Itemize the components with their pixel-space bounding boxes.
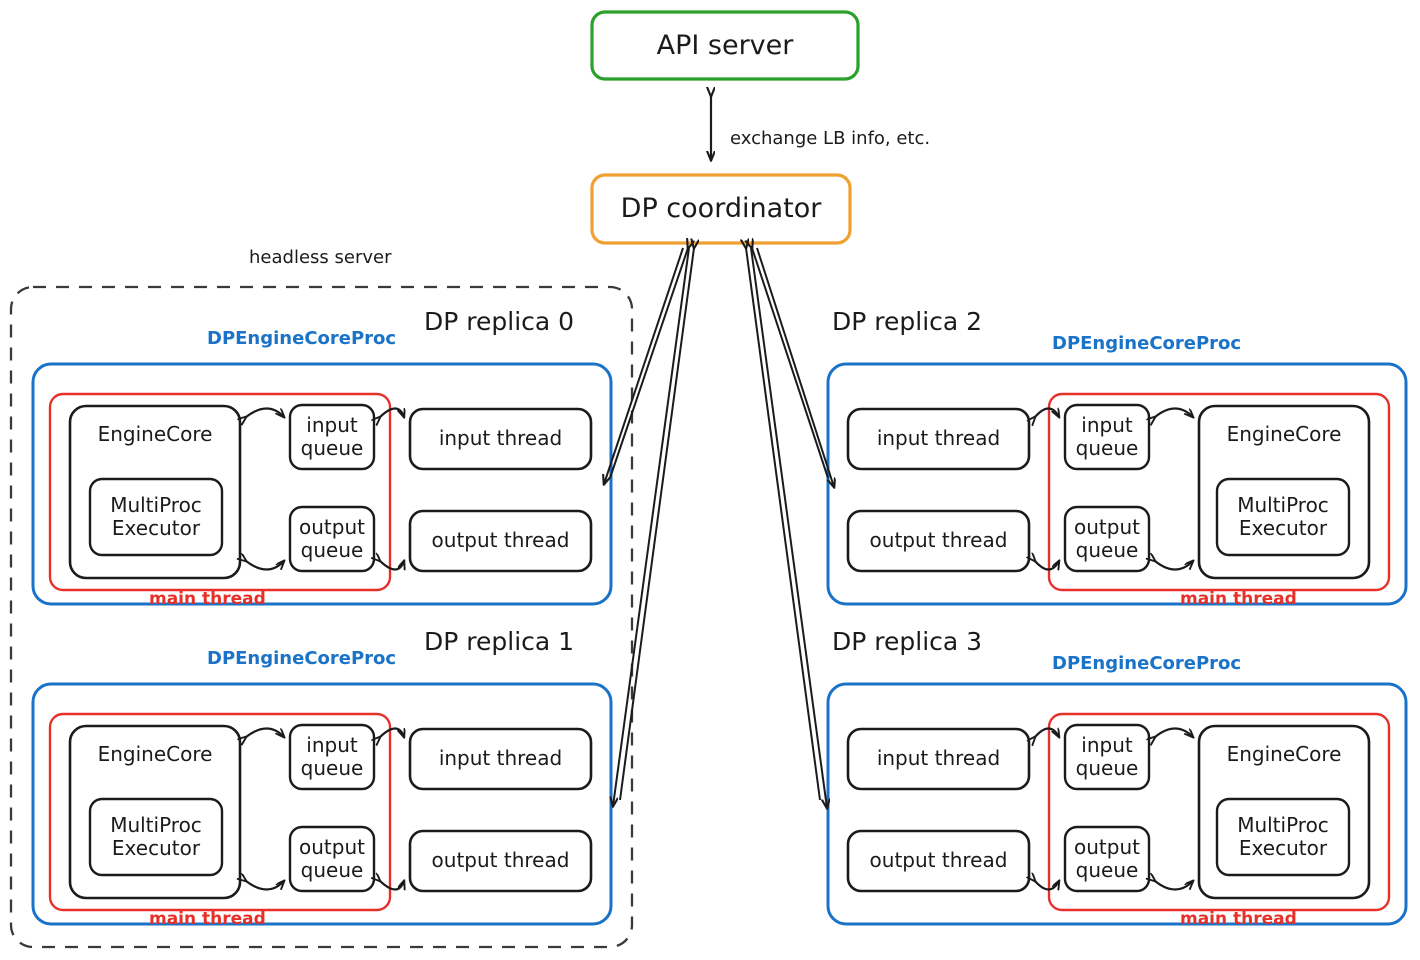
- replica-3-executor-box: [1215, 797, 1351, 877]
- replica-0-proc-label: DPEngineCoreProc: [207, 328, 397, 349]
- replica-1-input-queue-box: [288, 723, 376, 791]
- replica-3-input-queue-box: [1063, 723, 1151, 791]
- replica-3-proc-label: DPEngineCoreProc: [1052, 653, 1242, 674]
- coordinator-replica-3-edge: [746, 248, 827, 808]
- replica-3-input-thread-label: input thread: [876, 746, 1001, 771]
- replica-2-output-thread-label: output thread: [869, 528, 1008, 553]
- replica-0-arc-outq-outthread: [380, 561, 404, 570]
- api-server-label: API server: [656, 29, 794, 61]
- replica-1-main-thread-box: [48, 712, 392, 912]
- replica-3-engine-core-label: EngineCore: [1226, 742, 1342, 767]
- replica-2-arc-inthread-inq: [1035, 407, 1059, 418]
- replica-1-input-thread-box: [408, 727, 593, 791]
- replica-3-title: DP replica 3: [832, 627, 983, 656]
- replica-1-group: [31, 682, 613, 926]
- replica-3-arc-inq-core: [1155, 727, 1193, 738]
- replica-1-title: DP replica 1: [424, 627, 575, 656]
- replica-3-executor-label: MultiProc Executor: [1237, 812, 1329, 860]
- replica-0-input-thread-label: input thread: [438, 426, 563, 451]
- replica-3-input-thread-box: [846, 727, 1031, 791]
- replica-2-output-thread-box: [846, 509, 1031, 573]
- replica-3-input-queue-label: input queue: [1075, 732, 1139, 780]
- replica-3-arc-outq-core: [1155, 881, 1193, 891]
- replica-0-executor-label: MultiProc Executor: [110, 492, 202, 540]
- replica-0-main-thread-label: main thread: [149, 589, 266, 609]
- replica-1-output-thread-label: output thread: [431, 848, 570, 873]
- replica-3-output-queue-label: output queue: [1074, 834, 1140, 882]
- replica-1-output-queue-box: [288, 825, 376, 893]
- replica-2-executor-label: MultiProc Executor: [1237, 492, 1329, 540]
- coordinator-replica-1-edge: [613, 248, 694, 806]
- replica-3-group: [826, 682, 1408, 926]
- dp-coordinator-box: [590, 173, 852, 245]
- replica-0-input-thread-box: [408, 407, 593, 471]
- headless-server-label: headless server: [249, 247, 392, 268]
- replica-0-output-thread-label: output thread: [431, 528, 570, 553]
- coordinator-replica-2-edge: [752, 248, 834, 487]
- replica-2-input-thread-label: input thread: [876, 426, 1001, 451]
- replica-3-arc-inthread-inq: [1035, 727, 1059, 738]
- replica-1-arc-inq-inthread: [380, 727, 404, 738]
- replica-2-group: [826, 362, 1408, 606]
- replica-0-executor-box: [88, 477, 224, 557]
- replica-1-output-queue-label: output queue: [299, 834, 365, 882]
- replica-1-arc-outq-outthread: [380, 881, 404, 890]
- replica-3-output-queue-box: [1063, 825, 1151, 893]
- replica-2-input-thread-box: [846, 407, 1031, 471]
- replica-1-arc-core-inq: [246, 727, 284, 738]
- api-server-box: [590, 10, 860, 81]
- replica-0-input-queue-box: [288, 403, 376, 471]
- replica-2-input-queue-label: input queue: [1075, 412, 1139, 460]
- replica-0-group: [31, 362, 613, 606]
- replica-1-input-thread-label: input thread: [438, 746, 563, 771]
- replica-2-arc-inq-core: [1155, 407, 1193, 418]
- replica-3-output-thread-label: output thread: [869, 848, 1008, 873]
- replica-0-arc-core-outq: [246, 561, 284, 571]
- replica-2-title: DP replica 2: [832, 307, 983, 336]
- replica-2-arc-outq-core: [1155, 561, 1193, 571]
- headless-server-boundary: [9, 285, 634, 949]
- replica-3-main-thread-label: main thread: [1180, 909, 1297, 929]
- replica-2-output-queue-label: output queue: [1074, 514, 1140, 562]
- replica-0-engine-core-label: EngineCore: [97, 422, 213, 447]
- dp-coordinator-label: DP coordinator: [620, 193, 822, 225]
- replica-1-executor-label: MultiProc Executor: [110, 812, 202, 860]
- replica-0-output-queue-label: output queue: [299, 514, 365, 562]
- replica-1-output-thread-box: [408, 829, 593, 893]
- replica-0-output-queue-box: [288, 505, 376, 573]
- replica-0-main-thread-box: [48, 392, 392, 592]
- replica-0-arc-core-inq: [246, 407, 284, 418]
- replica-2-arc-outthread-outq: [1035, 561, 1059, 570]
- replica-0-input-queue-label: input queue: [300, 412, 364, 460]
- replica-2-input-queue-box: [1063, 403, 1151, 471]
- replica-2-main-thread-label: main thread: [1180, 589, 1297, 609]
- replica-1-executor-box: [88, 797, 224, 877]
- exchange-info-edge-label: exchange LB info, etc.: [730, 128, 931, 149]
- replica-1-main-thread-label: main thread: [149, 909, 266, 929]
- replica-0-output-thread-box: [408, 509, 593, 573]
- replica-1-engine-core-label: EngineCore: [97, 742, 213, 767]
- coordinator-replica-0-edge: [604, 248, 688, 484]
- replica-3-main-thread-box: [1047, 712, 1391, 912]
- replica-3-output-thread-box: [846, 829, 1031, 893]
- replica-2-proc-label: DPEngineCoreProc: [1052, 333, 1242, 354]
- replica-0-title: DP replica 0: [424, 307, 575, 336]
- replica-1-proc-label: DPEngineCoreProc: [207, 648, 397, 669]
- replica-1-arc-core-outq: [246, 881, 284, 891]
- replica-2-executor-box: [1215, 477, 1351, 557]
- replica-2-main-thread-box: [1047, 392, 1391, 592]
- replica-0-arc-inq-inthread: [380, 407, 404, 418]
- replica-3-arc-outthread-outq: [1035, 881, 1059, 890]
- replica-2-output-queue-box: [1063, 505, 1151, 573]
- replica-1-input-queue-label: input queue: [300, 732, 364, 780]
- replica-2-engine-core-label: EngineCore: [1226, 422, 1342, 447]
